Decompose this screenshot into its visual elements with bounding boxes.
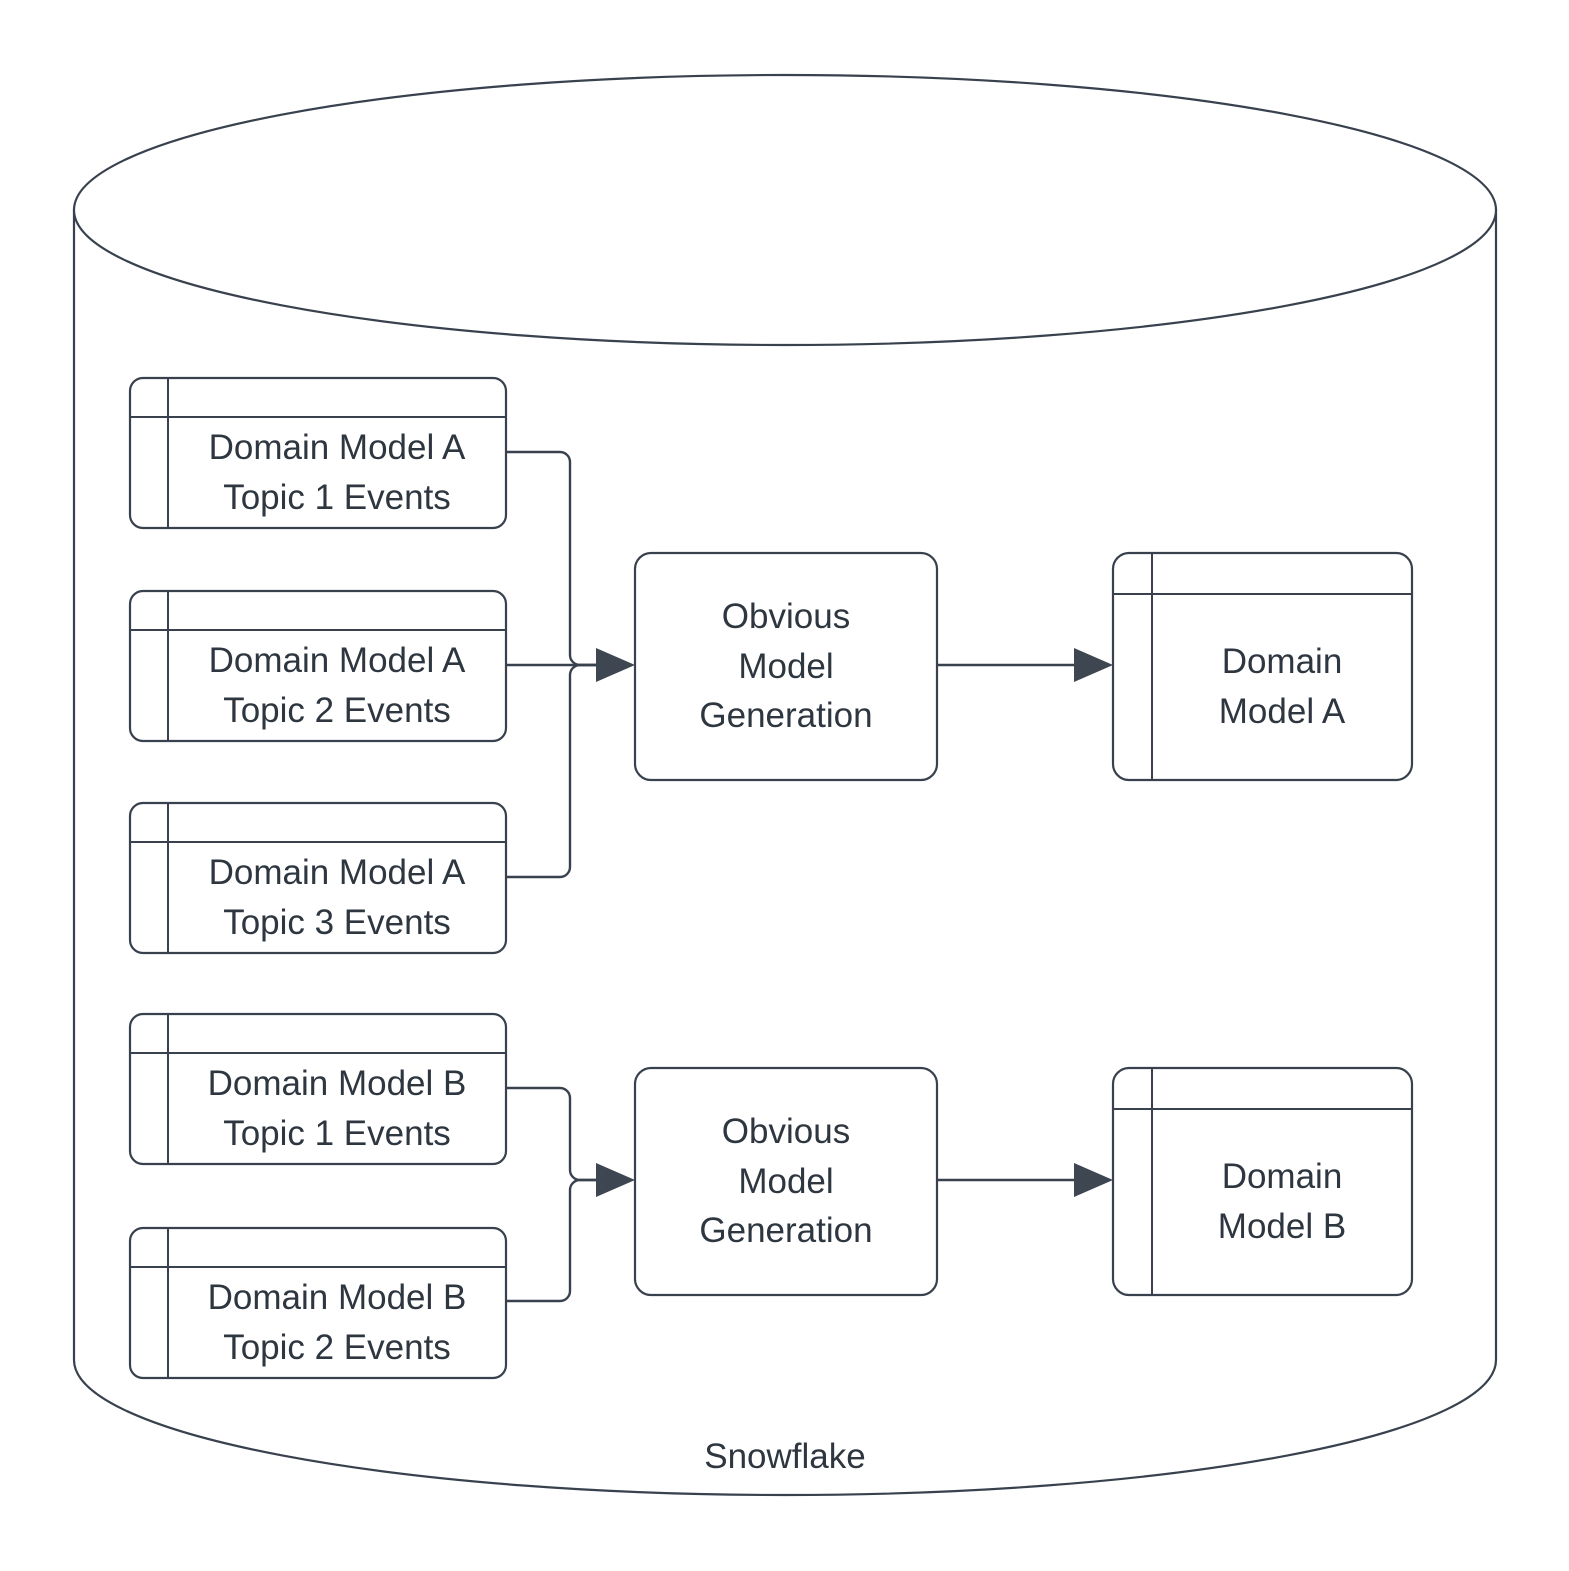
arrowhead-icon bbox=[1074, 1163, 1113, 1197]
arrowhead-icon bbox=[596, 1163, 635, 1197]
process-box-gen-b[interactable] bbox=[633, 1066, 939, 1297]
edge-b2-to-gen-b bbox=[506, 1178, 627, 1303]
edge-arrow-to-gen-b bbox=[596, 1163, 635, 1197]
edge-gen-b-to-out-b bbox=[937, 1163, 1113, 1197]
table-shape-a2[interactable] bbox=[128, 589, 508, 743]
arrowhead-icon bbox=[596, 648, 635, 682]
edge-a2-to-gen-a bbox=[506, 648, 635, 682]
table-shape-out-a[interactable] bbox=[1111, 551, 1414, 782]
edge-gen-a-to-out-a bbox=[937, 648, 1113, 682]
table-shape-b2[interactable] bbox=[128, 1226, 508, 1380]
cylinder-label-snowflake: Snowflake bbox=[704, 1437, 866, 1476]
table-shape-out-b[interactable] bbox=[1111, 1066, 1414, 1297]
process-box-gen-a[interactable] bbox=[633, 551, 939, 782]
arrowhead-icon bbox=[1074, 648, 1113, 682]
table-shape-a3[interactable] bbox=[128, 801, 508, 955]
table-shape-a1[interactable] bbox=[128, 376, 508, 530]
table-shape-b1[interactable] bbox=[128, 1012, 508, 1166]
